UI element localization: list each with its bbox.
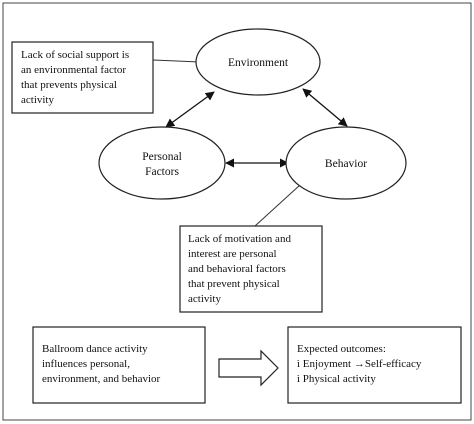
- callout-motivation-line: and behavioral factors: [188, 263, 286, 275]
- callout-motivation-line: Lack of motivation and: [188, 233, 291, 245]
- intervention-box: Ballroom dance activity influences perso…: [32, 326, 206, 404]
- personal-factors-label-line2: Factors: [145, 166, 179, 178]
- intervention-line: Ballroom dance activity: [42, 343, 148, 355]
- arrow-environment-behavior: [302, 88, 348, 127]
- outcomes-line1-suffix: Self-efficacy: [365, 358, 422, 370]
- callout-motivation-line: interest are personal: [188, 248, 277, 260]
- outcomes-line1: ì Enjoyment →Self-efficacy: [297, 358, 422, 370]
- personal-factors-label-line1: Personal: [142, 151, 182, 163]
- outcomes-line2: ì Physical activity: [297, 373, 376, 385]
- behavior-label: Behavior: [325, 158, 367, 170]
- environment-label: Environment: [228, 57, 289, 69]
- callout-motivation-line: that prevent physical: [188, 278, 280, 290]
- callout-social-support: Lack of social support is an environment…: [11, 41, 154, 114]
- callout-social-support-line: an environmental factor: [21, 64, 126, 76]
- callout-social-support-line: Lack of social support is: [21, 49, 129, 61]
- arrow-environment-personal: [165, 91, 215, 128]
- outcomes-line1-prefix: ì Enjoyment: [297, 358, 354, 370]
- callout-motivation: Lack of motivation and interest are pers…: [179, 225, 323, 313]
- intervention-line: environment, and behavior: [42, 373, 161, 385]
- outcomes-line1-arrow: →: [354, 358, 365, 370]
- connector-motivation: [254, 184, 301, 227]
- outcomes-box: Expected outcomes: ì Enjoyment →Self-eff…: [287, 326, 462, 404]
- block-arrow-icon: [218, 349, 279, 387]
- behavior-node: Behavior: [285, 126, 407, 200]
- environment-node: Environment: [195, 28, 321, 96]
- connector-social-support: [152, 59, 201, 63]
- outer-frame: [2, 2, 472, 421]
- callout-motivation-line: activity: [188, 293, 221, 305]
- callout-social-support-line: that prevents physical: [21, 79, 117, 91]
- intervention-line: influences personal,: [42, 358, 130, 370]
- callout-social-support-line: activity: [21, 94, 54, 106]
- outcomes-heading: Expected outcomes:: [297, 343, 386, 355]
- personal-factors-node: Personal Factors: [98, 126, 226, 200]
